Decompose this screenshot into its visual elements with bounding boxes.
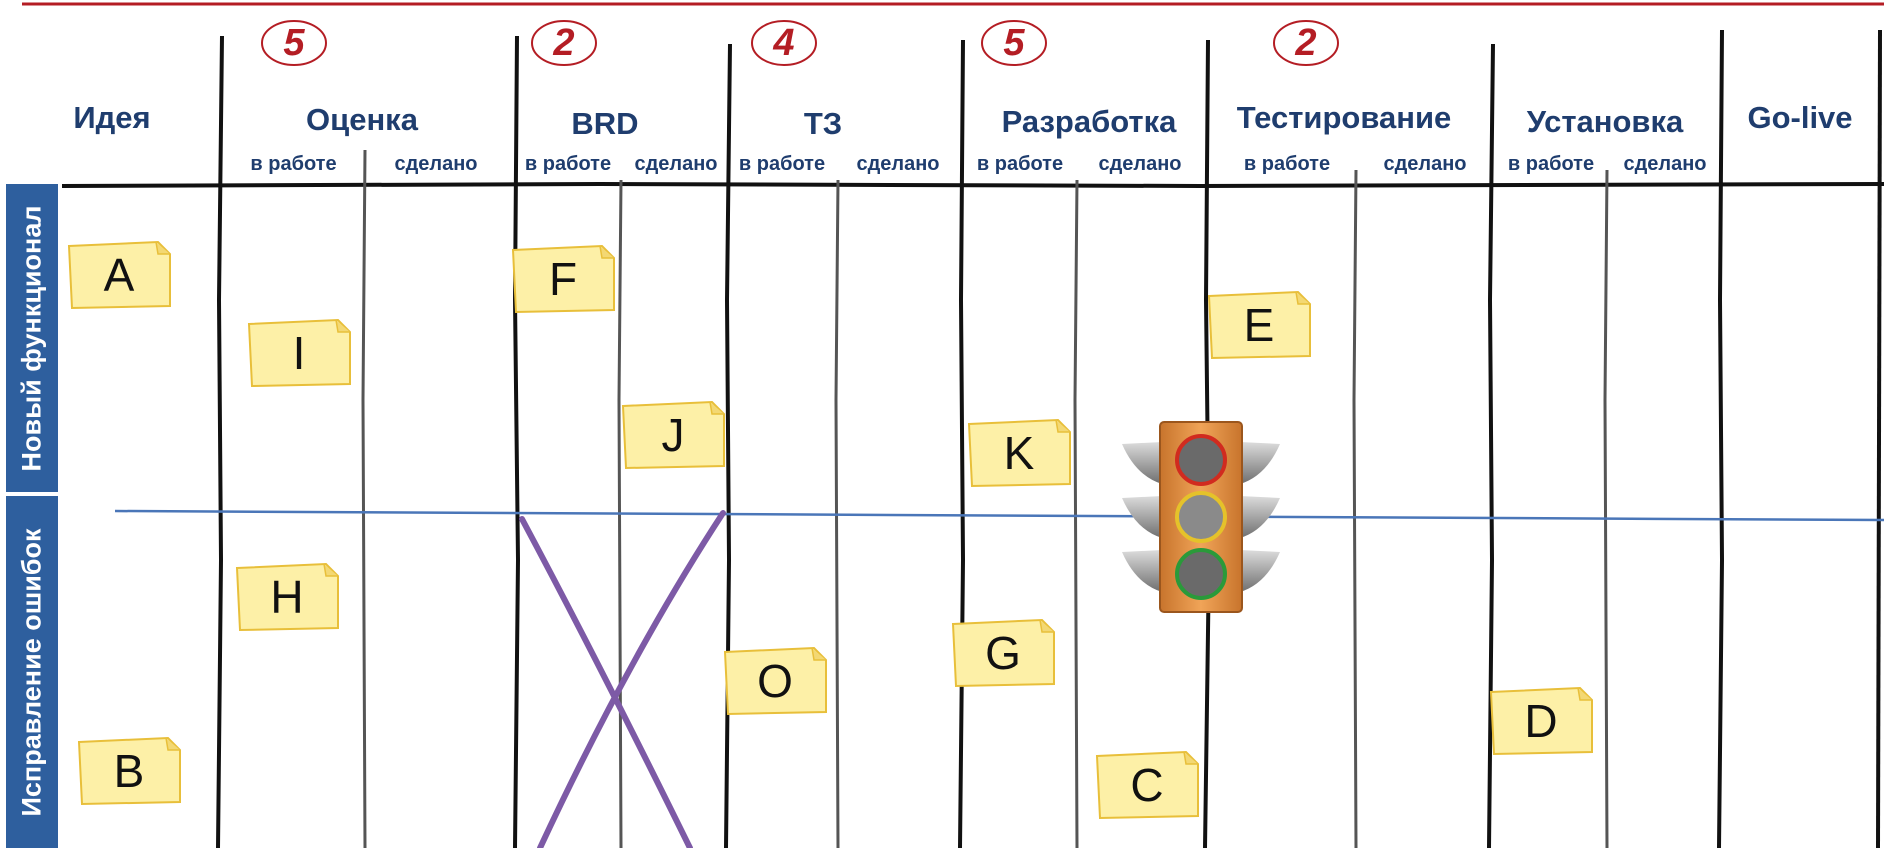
subheader-test-done: сделано xyxy=(1383,153,1467,175)
subheader-tz-in-progress: в работе xyxy=(738,153,826,175)
wip-limit-dev: 5 xyxy=(980,18,1048,68)
wip-limit-dev-value: 5 xyxy=(1003,22,1025,64)
subheader-test-in-progress: в работе xyxy=(1243,153,1331,175)
red-light xyxy=(1175,434,1227,486)
subheader-brd-done: сделано xyxy=(634,153,718,175)
task-card-f[interactable]: F xyxy=(510,244,616,314)
task-card-a-label: A xyxy=(103,249,135,301)
task-card-g[interactable]: G xyxy=(950,618,1056,688)
wip-limit-tz-value: 4 xyxy=(773,22,795,64)
header-divider xyxy=(61,181,1884,189)
column-header-install: Установка xyxy=(1526,104,1684,139)
column-header-brd: BRD xyxy=(571,106,639,141)
green-light xyxy=(1175,548,1227,600)
column-header-golive: Go-live xyxy=(1747,100,1853,135)
column-header-test: Тестирование xyxy=(1236,100,1452,135)
task-card-f-label: F xyxy=(548,253,578,305)
task-card-j[interactable]: J xyxy=(620,400,726,470)
subheader-tz-done: сделано xyxy=(856,153,940,175)
cross-mark-icon xyxy=(519,510,726,848)
wip-limit-estimate-value: 5 xyxy=(283,22,305,64)
subheader-brd-in-progress: в работе xyxy=(524,153,612,175)
task-card-e[interactable]: E xyxy=(1206,290,1312,360)
task-card-e-label: E xyxy=(1243,299,1275,351)
task-card-b-label: B xyxy=(113,745,145,797)
wip-limit-brd: 2 xyxy=(530,18,598,68)
task-card-c[interactable]: C xyxy=(1094,750,1200,820)
wip-limit-test-value: 2 xyxy=(1295,22,1317,64)
task-card-d[interactable]: D xyxy=(1488,686,1594,756)
lane-label-bug-fixes: Исправление ошибок xyxy=(6,496,58,848)
task-card-o-label: O xyxy=(757,655,793,707)
column-header-idea: Идея xyxy=(73,100,151,135)
column-header-estimate: Оценка xyxy=(306,102,418,137)
task-card-c-label: C xyxy=(1130,759,1164,811)
subheader-install-in-progress: в работе xyxy=(1507,153,1595,175)
title-underline xyxy=(22,2,1884,6)
task-card-i-label: I xyxy=(292,327,306,379)
task-card-h-label: H xyxy=(270,571,304,623)
task-card-j-label: J xyxy=(661,409,685,461)
subheader-install-done: сделано xyxy=(1623,153,1707,175)
subheader-dev-done: сделано xyxy=(1098,153,1182,175)
wip-limit-brd-value: 2 xyxy=(553,22,575,64)
task-card-d-label: D xyxy=(1524,695,1558,747)
task-card-g-label: G xyxy=(985,627,1021,679)
wip-limit-test: 2 xyxy=(1272,18,1340,68)
column-header-tz: ТЗ xyxy=(803,106,843,141)
wip-limit-tz: 4 xyxy=(750,18,818,68)
subheader-estimate-done: сделано xyxy=(394,153,478,175)
wip-limit-estimate: 5 xyxy=(260,18,328,68)
yellow-light xyxy=(1175,491,1227,543)
task-card-i[interactable]: I xyxy=(246,318,352,388)
column-header-dev: Разработка xyxy=(1001,104,1177,139)
traffic-light-icon xyxy=(1122,421,1280,613)
lane-label-new-features: Новый функционал xyxy=(6,184,58,492)
column-dividers xyxy=(216,29,1882,848)
sub-column-dividers xyxy=(361,149,1609,848)
task-card-b[interactable]: B xyxy=(76,736,182,806)
task-card-k-label: K xyxy=(1003,427,1035,479)
task-card-a[interactable]: A xyxy=(66,240,172,310)
subheader-estimate-in-progress: в работе xyxy=(250,153,337,175)
task-card-k[interactable]: K xyxy=(966,418,1072,488)
traffic-light-visors xyxy=(1122,442,1280,592)
lane-separator xyxy=(114,509,1884,522)
task-card-o[interactable]: O xyxy=(722,646,828,716)
subheader-dev-in-progress: в работе xyxy=(976,153,1064,175)
task-card-h[interactable]: H xyxy=(234,562,340,632)
